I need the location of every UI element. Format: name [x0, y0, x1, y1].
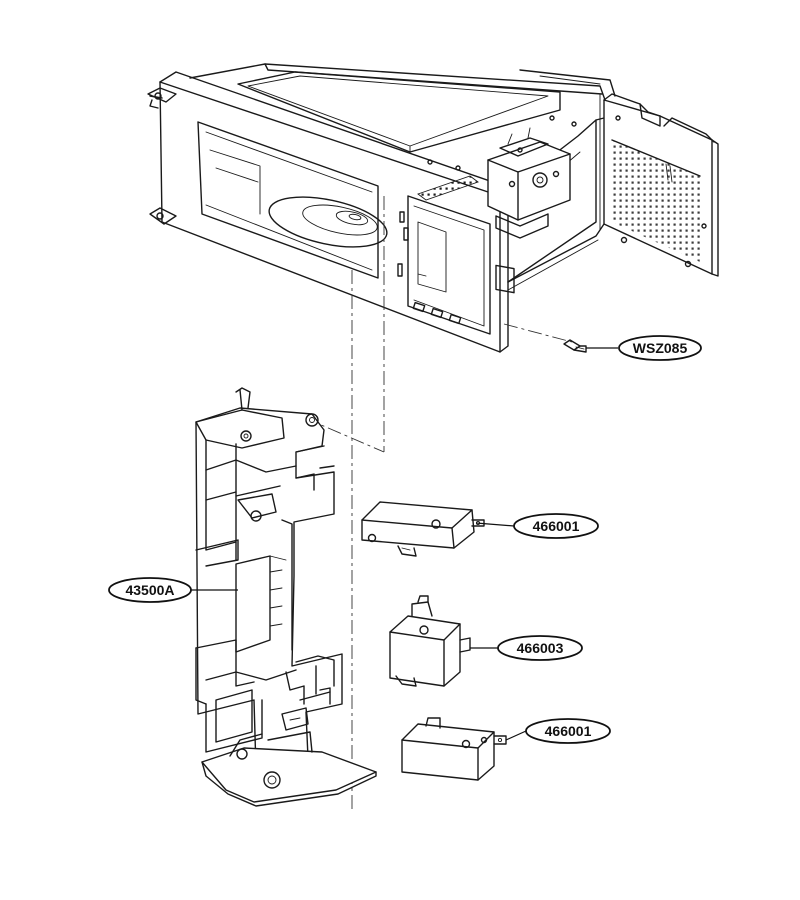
switch-middle-part	[389, 595, 471, 687]
screw-part	[563, 339, 587, 353]
tag-screw-label: WSZ085	[633, 340, 688, 356]
tag-latch-holder: 43500A	[108, 577, 192, 603]
tag-latch-holder-label: 43500A	[125, 582, 174, 598]
tag-switch-middle: 466003	[497, 635, 583, 661]
frame-mounting-tab-bottom	[149, 207, 177, 225]
tag-switch-lower: 466001	[525, 718, 611, 744]
tag-switch-upper: 466001	[513, 513, 599, 539]
tag-switch-middle-label: 466003	[517, 640, 564, 656]
switch-lower-part	[401, 717, 507, 781]
frame-mounting-tab-top	[147, 87, 177, 109]
tag-switch-upper-label: 466001	[533, 518, 580, 534]
magnetron-block	[487, 127, 571, 294]
tag-screw: WSZ085	[618, 335, 702, 361]
control-panel-plate	[603, 93, 719, 277]
tag-switch-lower-label: 466001	[545, 723, 592, 739]
latch-holder-part	[195, 387, 377, 807]
explode-center-lines	[304, 196, 573, 810]
switch-upper-part	[361, 501, 485, 557]
leader-lines	[190, 347, 618, 741]
oven-cavity-assembly	[147, 63, 719, 353]
